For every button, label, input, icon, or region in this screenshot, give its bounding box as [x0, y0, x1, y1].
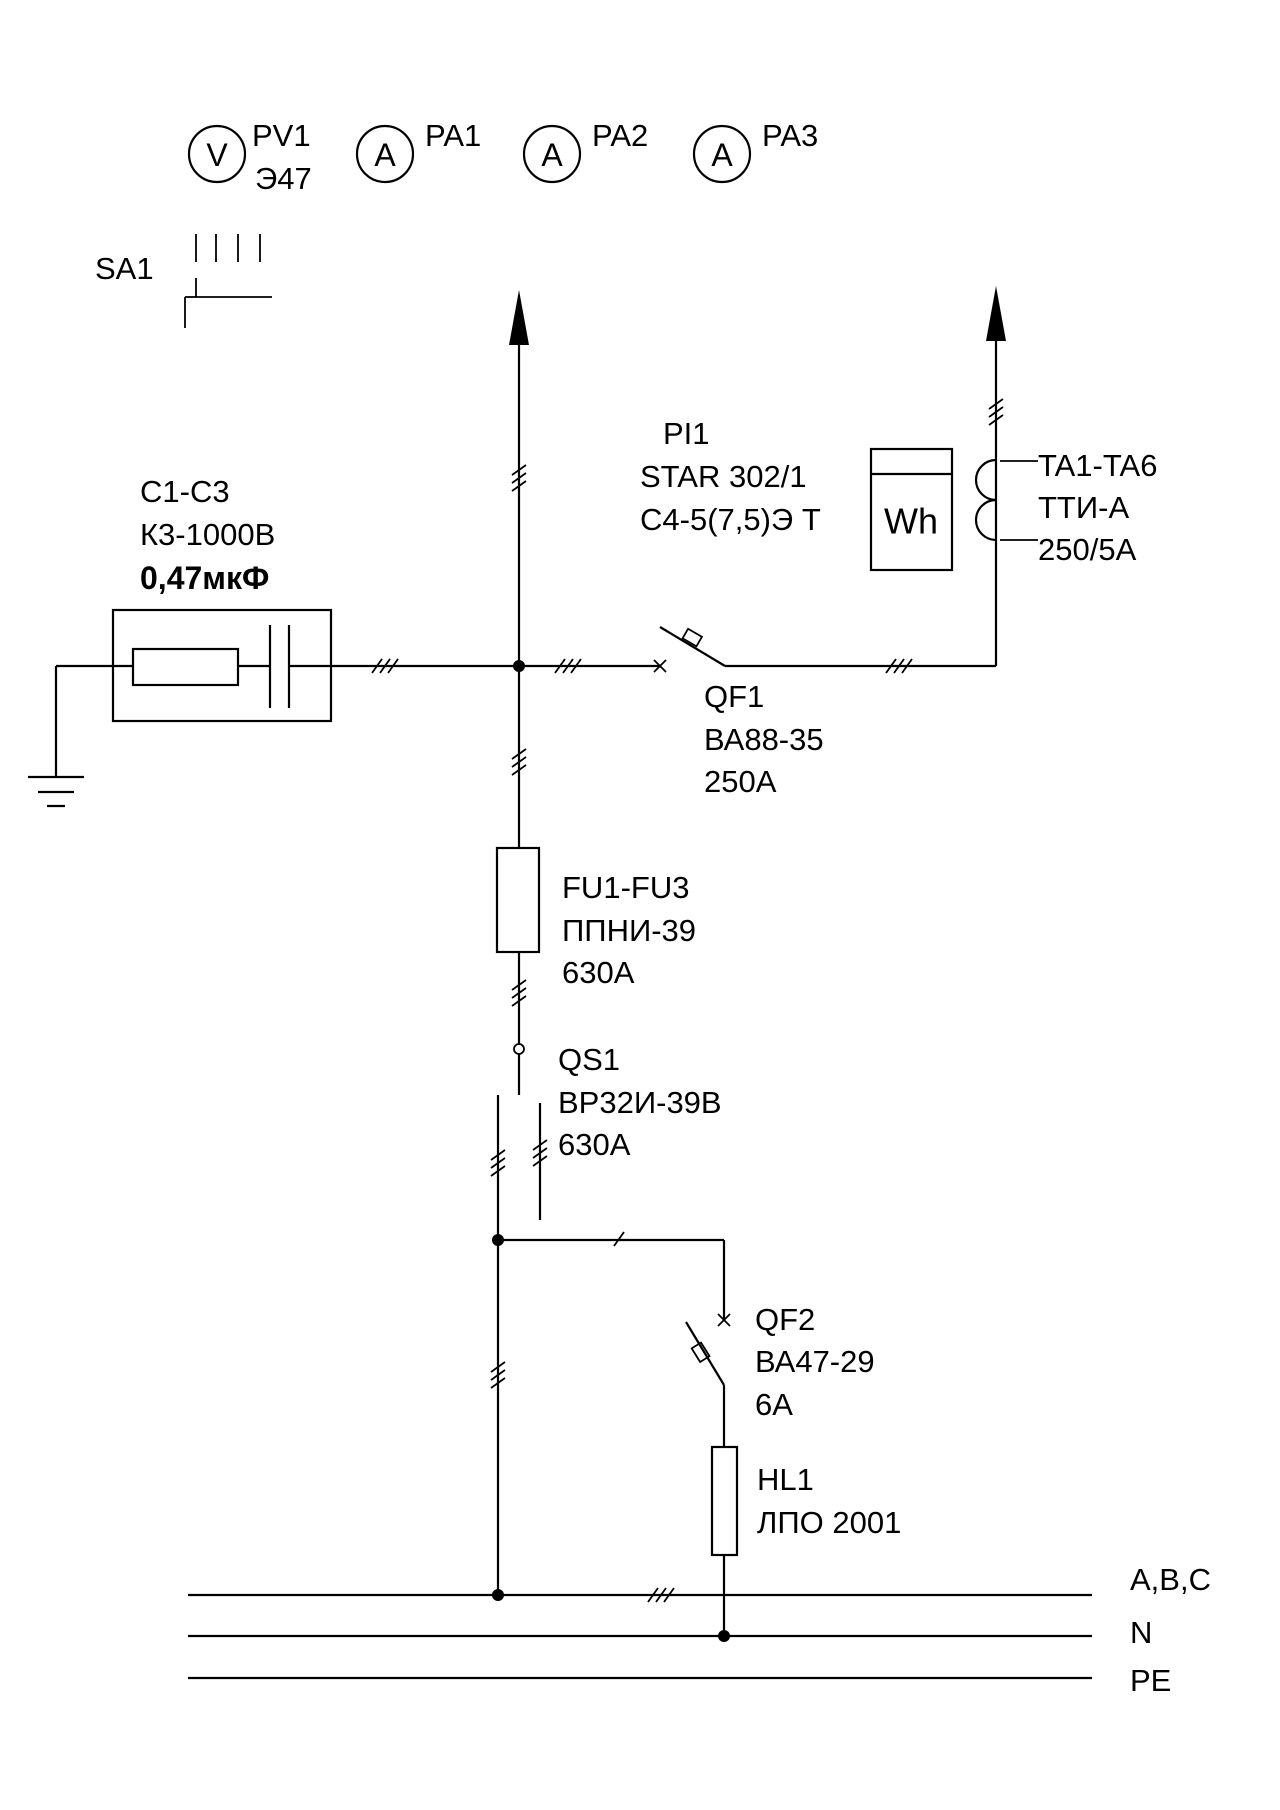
capacitor-value: 0,47мкФ	[140, 560, 269, 596]
current-transformer-icon	[974, 458, 997, 542]
energy-meter-spec: С4-5(7,5)Э Т	[640, 502, 821, 537]
main-feeder-wire	[509, 290, 529, 1045]
switch-rating: 630А	[558, 1127, 631, 1162]
ammeter-name: PA2	[592, 118, 648, 153]
ammeter-symbol: A	[374, 137, 396, 173]
ammeter-pa2: A PA2	[522, 118, 648, 184]
ammeter-name: PA1	[425, 118, 481, 153]
triple-tick-mark	[511, 979, 527, 1007]
triple-tick-mark	[490, 1149, 506, 1177]
capacitor-bank: C1-C3 К3-1000В 0,47мкФ	[28, 474, 519, 808]
switch-type: ВР32И-39В	[558, 1085, 722, 1120]
selector-switch-name: SA1	[95, 251, 154, 286]
breaker-type: ВА47-29	[755, 1344, 875, 1379]
fuse-icon	[495, 846, 541, 954]
switch-contact-icon	[513, 1043, 525, 1055]
single-tick-mark	[613, 1231, 625, 1247]
breaker-rating: 6А	[755, 1387, 793, 1422]
fuse-type: ППНИ-39	[562, 913, 696, 948]
ammeter-pa3: A PA3	[692, 118, 818, 184]
up-arrow-icon	[509, 290, 529, 345]
current-transformers: TA1-TA6 ТТИ-А 250/5А	[974, 448, 1157, 567]
breaker-contact-icon	[653, 626, 726, 673]
energy-meter-symbol: Wh	[884, 501, 938, 542]
ammeter-symbol: A	[541, 137, 563, 173]
ground-icon	[28, 775, 84, 808]
fuse-name: FU1-FU3	[562, 870, 689, 905]
triple-tick-mark	[554, 658, 582, 674]
ct-name: TA1-TA6	[1038, 448, 1157, 483]
voltmeter-pv1: V PV1 Э47	[187, 118, 312, 196]
triple-tick-mark	[511, 464, 527, 492]
breaker-qf1: QF1 ВА88-35 250А	[519, 626, 996, 799]
ammeter-icon	[522, 124, 582, 184]
switch-qs1: QS1 ВР32И-39В 630А	[490, 1042, 722, 1240]
breaker-name: QF2	[755, 1302, 815, 1337]
energy-meter: PI1 STAR 302/1 С4-5(7,5)Э Т Wh	[640, 416, 954, 572]
voltmeter-name: PV1	[252, 118, 311, 153]
ammeter-name: PA3	[762, 118, 818, 153]
resistor-icon	[131, 647, 240, 687]
lamp-icon	[710, 1445, 739, 1557]
triple-tick-mark	[988, 398, 1004, 426]
switch-name: QS1	[558, 1042, 620, 1077]
breaker-qf2: QF2 ВА47-29 6А	[685, 1302, 875, 1447]
triple-tick-mark	[532, 1139, 548, 1167]
metering-riser-wire	[986, 286, 1006, 666]
up-arrow-icon	[986, 286, 1006, 341]
breaker-name: QF1	[704, 679, 764, 714]
ammeter-pa1: A PA1	[355, 118, 481, 184]
voltmeter-icon	[187, 124, 247, 184]
lamp-name: HL1	[757, 1462, 814, 1497]
capacitor-name: C1-C3	[140, 474, 230, 509]
busbars: A,B,C N PE	[188, 1562, 1211, 1698]
triple-tick-mark	[647, 1587, 675, 1603]
selector-switch-icon	[184, 234, 272, 328]
fuses: FU1-FU3 ППНИ-39 630А	[495, 846, 696, 990]
breaker-contact-icon	[685, 1313, 731, 1386]
lower-feeder-wire	[490, 1231, 726, 1601]
triple-tick-mark	[885, 658, 913, 674]
voltmeter-type: Э47	[255, 161, 312, 196]
ct-ratio: 250/5А	[1038, 532, 1137, 567]
triple-tick-mark	[371, 658, 399, 674]
earth-bus-label: PE	[1130, 1663, 1171, 1698]
energy-meter-icon	[869, 447, 954, 572]
triple-tick-mark	[511, 748, 527, 776]
voltmeter-symbol: V	[206, 137, 228, 173]
energy-meter-model: STAR 302/1	[640, 459, 807, 494]
lamp-hl1: HL1 ЛПО 2001	[710, 1445, 901, 1642]
ammeter-icon	[692, 124, 752, 184]
ammeter-icon	[355, 124, 415, 184]
fuse-rating: 630А	[562, 955, 635, 990]
capacitor-type: К3-1000В	[140, 517, 275, 552]
phase-bus-label: A,B,C	[1130, 1562, 1211, 1597]
breaker-rating: 250А	[704, 764, 777, 799]
triple-tick-mark	[490, 1361, 506, 1389]
selector-switch-sa1: SA1	[95, 234, 272, 328]
breaker-type: ВА88-35	[704, 722, 824, 757]
lamp-type: ЛПО 2001	[757, 1505, 901, 1540]
ammeter-symbol: A	[711, 137, 733, 173]
energy-meter-name: PI1	[663, 416, 710, 451]
neutral-bus-label: N	[1130, 1615, 1152, 1650]
ct-type: ТТИ-А	[1038, 490, 1129, 525]
